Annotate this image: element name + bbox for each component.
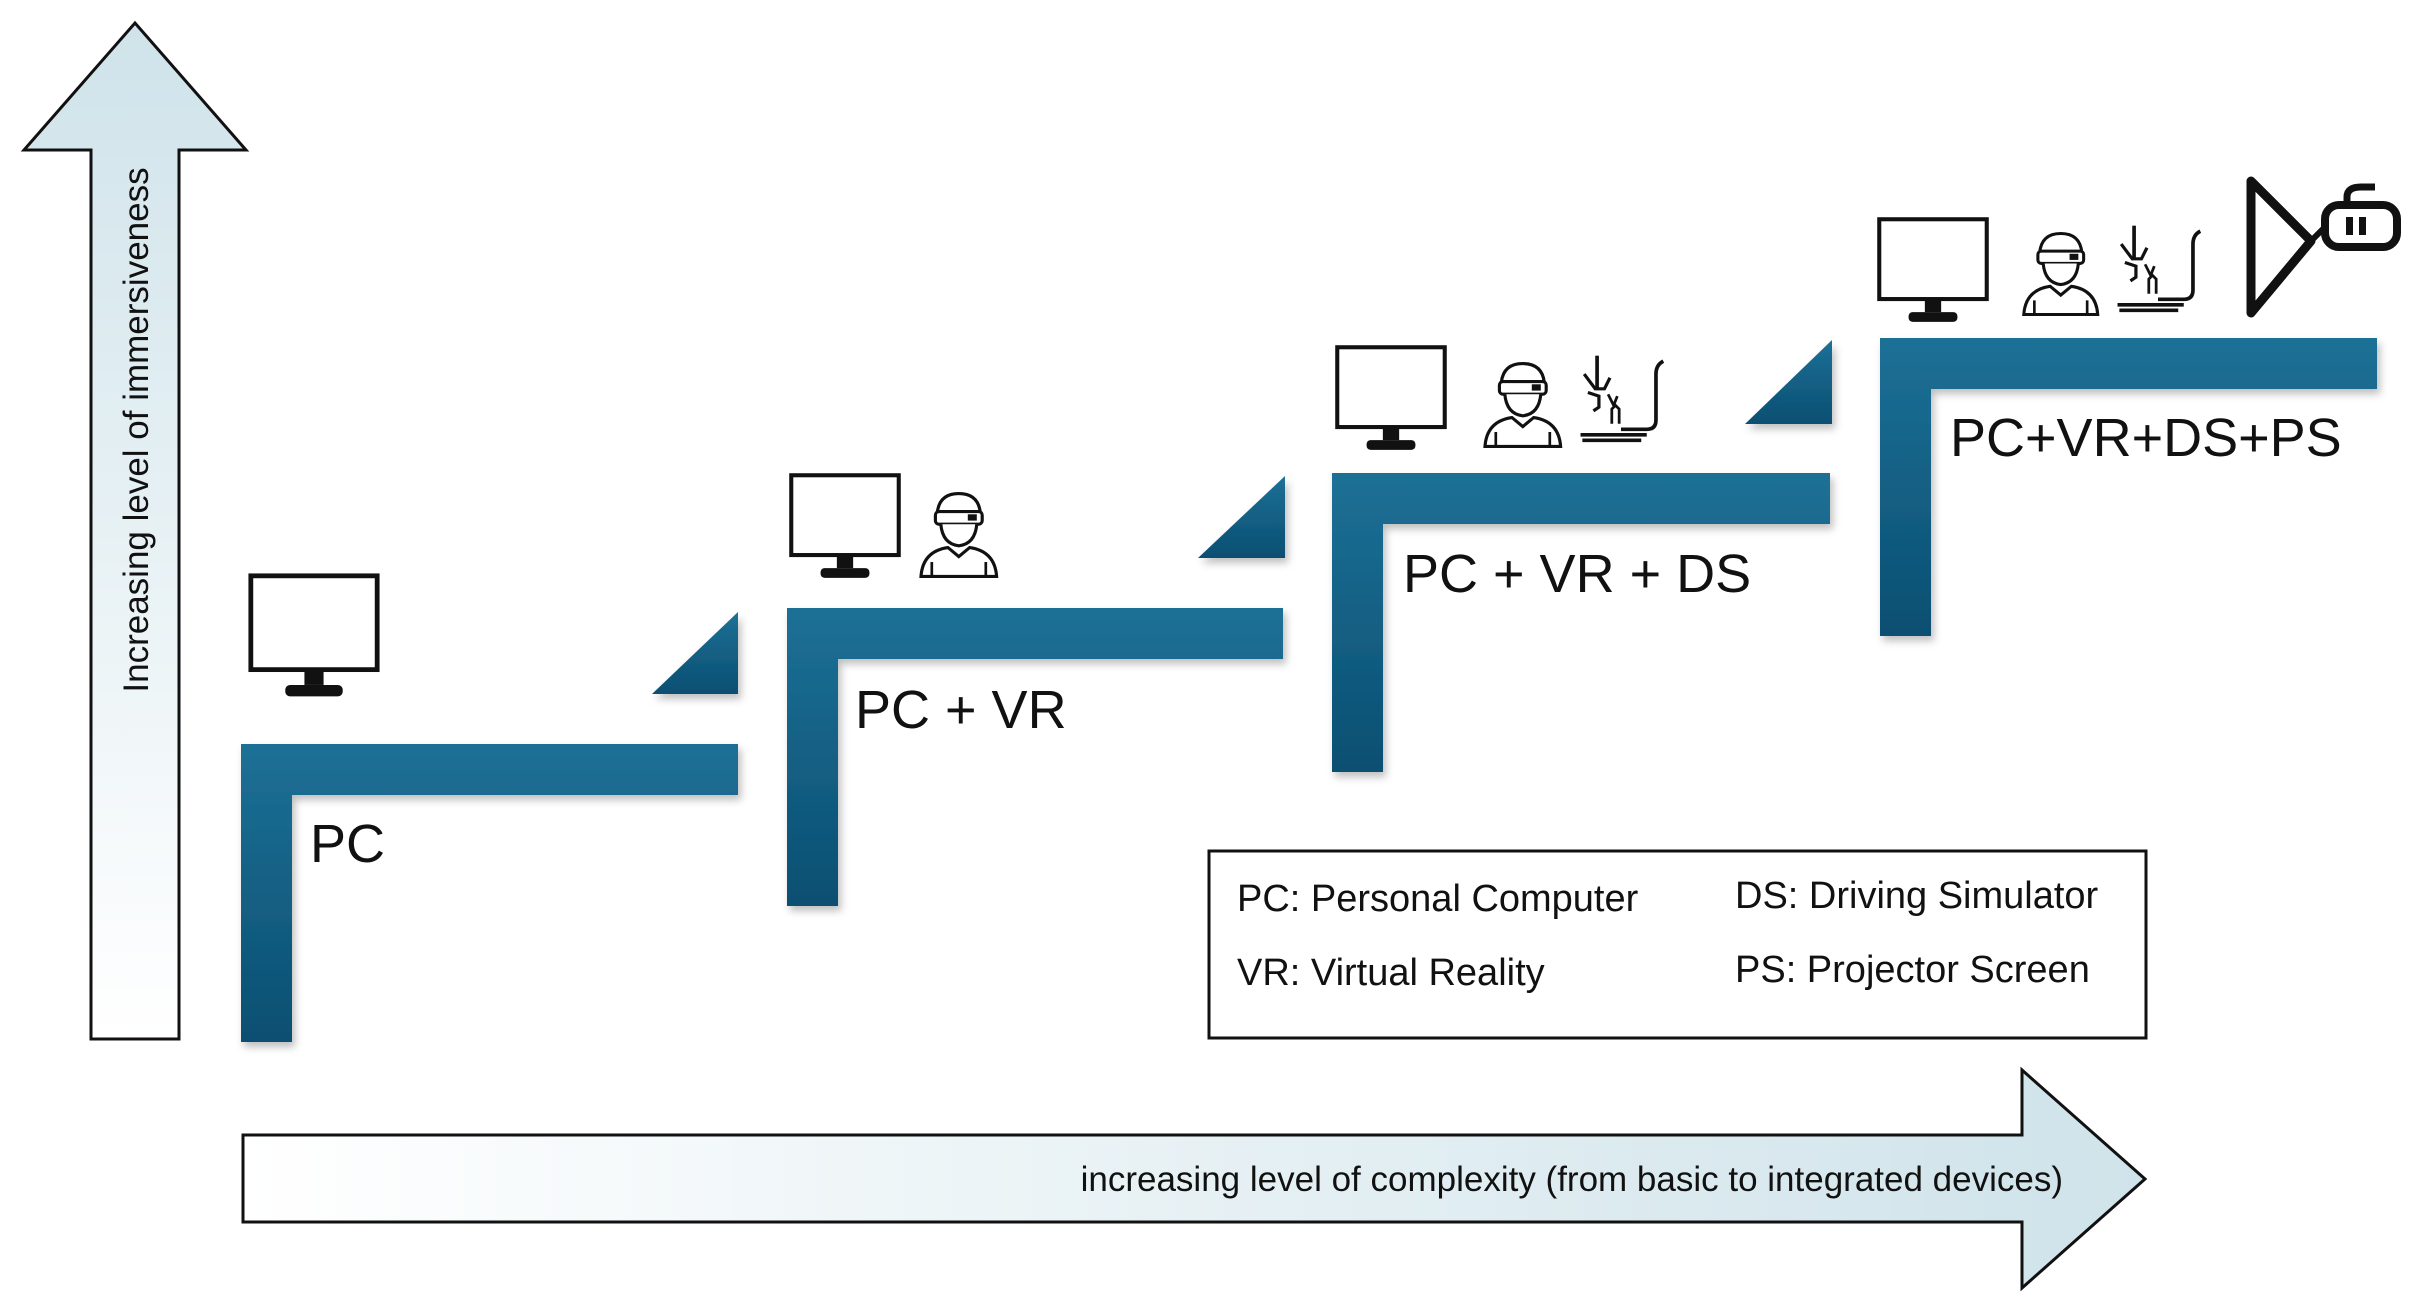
monitor-icon: [791, 475, 898, 578]
legend-ds: DS: Driving Simulator: [1735, 875, 2099, 917]
driving-seat-icon: [2115, 223, 2203, 313]
step-3-label: PC + VR + DS: [1403, 544, 1751, 604]
step-1-corner-wedge: [652, 612, 738, 694]
legend-vr: VR: Virtual Reality: [1237, 952, 1545, 994]
vertical-axis-label: Increasing level of immersiveness: [117, 167, 156, 692]
step-pc-vr: PC + VR: [787, 475, 1285, 906]
step-pc: PC: [241, 576, 738, 1042]
horizontal-axis-arrow: [241, 1066, 2148, 1292]
vr-user-icon: [1483, 362, 1563, 448]
vertical-axis-arrow: [20, 20, 250, 1041]
monitor-icon: [1337, 347, 1444, 450]
vr-user-icon: [2022, 231, 2100, 317]
monitor-icon: [251, 576, 377, 697]
step-2-label: PC + VR: [855, 680, 1067, 740]
projector-icon: [2251, 181, 2397, 313]
step-2-bracket: [787, 608, 1283, 906]
step-pc-vr-ds-ps: PC+VR+DS+PS: [1879, 181, 2397, 636]
step-4-bracket: [1880, 338, 2377, 636]
legend-pc: PC: Personal Computer: [1237, 878, 1639, 920]
driving-seat-icon: [1578, 353, 1666, 443]
step-3-corner-wedge: [1745, 340, 1832, 424]
legend-box: [1207, 849, 2148, 1040]
monitor-icon: [1879, 219, 1986, 322]
horizontal-axis-label: increasing level of complexity (from bas…: [1081, 1160, 2063, 1199]
step-3-bracket: [1332, 473, 1830, 772]
step-4-label: PC+VR+DS+PS: [1950, 408, 2342, 468]
legend: PC: Personal Computer VR: Virtual Realit…: [1207, 849, 2148, 1040]
legend-ps: PS: Projector Screen: [1735, 949, 2090, 991]
step-2-corner-wedge: [1198, 476, 1285, 558]
step-1-bracket: [241, 744, 738, 1042]
step-1-label: PC: [310, 814, 385, 874]
vr-user-icon: [919, 492, 999, 578]
step-pc-vr-ds: PC + VR + DS: [1332, 340, 1832, 772]
